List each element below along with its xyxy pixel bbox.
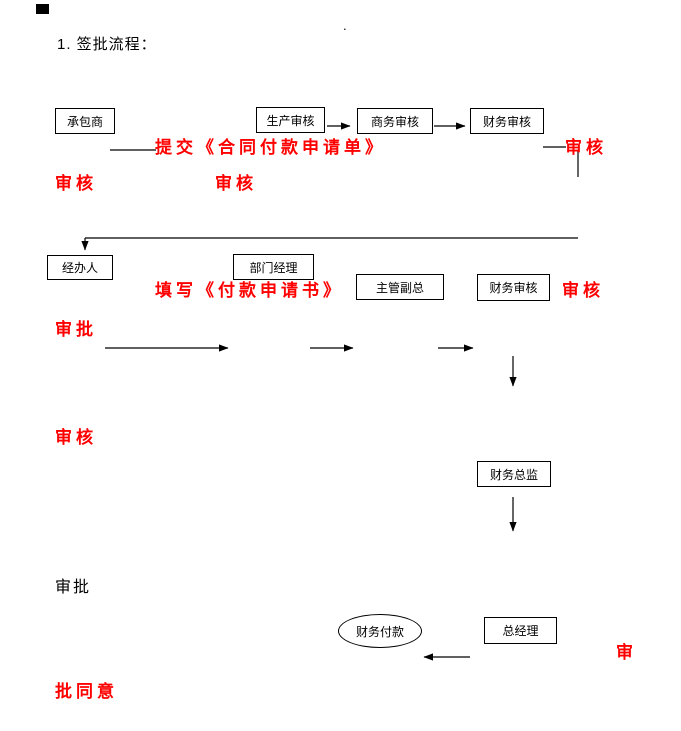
annotation-review-row3-left: 审核 [55,428,97,447]
node-finance-review-1: 财务审核 [470,108,544,134]
node-production-review: 生产审核 [256,107,325,133]
node-deputy-gm: 主管副总 [356,274,444,300]
node-finance-review-2: 财务审核 [477,274,550,301]
node-finance-payment: 财务付款 [338,614,422,648]
corner-marker [36,4,49,14]
annotation-shen-bottom-right: 审 [616,643,637,662]
page-title: 1. 签批流程： [57,36,157,53]
annotation-approve-black: 审批 [55,579,92,596]
node-contractor: 承包商 [55,108,115,134]
stray-dot: . [343,18,347,33]
node-handler: 经办人 [47,255,113,280]
annotation-review-row1-left: 审核 [55,174,97,193]
node-dept-manager: 部门经理 [233,254,314,280]
annotation-fill-payment-request: 填写《付款申请书》 [155,281,344,300]
annotation-submit-contract-form: 提交《合同付款申请单》 [155,138,386,157]
annotation-review-row2-right: 审核 [562,281,604,300]
node-business-review: 商务审核 [357,108,433,134]
annotation-pi-agree: 批同意 [55,682,118,701]
annotation-approve-row2-left: 审批 [55,320,97,339]
node-general-manager: 总经理 [484,617,557,644]
annotation-review-top-right: 审核 [565,138,607,157]
node-finance-director: 财务总监 [477,461,551,487]
annotation-review-row1-mid: 审核 [215,174,257,193]
